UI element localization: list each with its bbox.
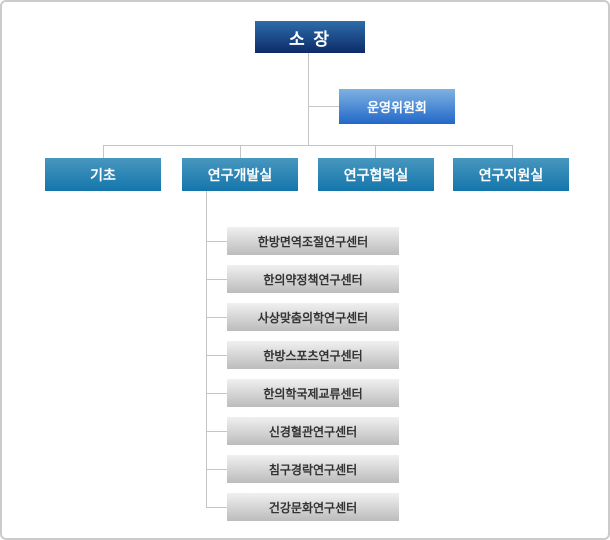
connector-line-dev-vertical xyxy=(206,191,207,508)
connector-line-stub-dept-1 xyxy=(240,145,241,158)
committee-box: 운영위원회 xyxy=(339,89,455,124)
department-label: 기초 xyxy=(90,166,116,183)
committee-label: 운영위원회 xyxy=(367,100,427,115)
department-box-support: 연구지원실 xyxy=(453,158,569,191)
department-box-rnd: 연구개발실 xyxy=(182,158,298,191)
director-label: 소 장 xyxy=(288,29,331,49)
connector-line-center-0 xyxy=(206,241,227,242)
connector-line-center-5 xyxy=(206,431,227,432)
connector-line-center-2 xyxy=(206,317,227,318)
center-box: 한방스포츠연구센터 xyxy=(227,341,399,369)
center-box: 한방면역조절연구센터 xyxy=(227,227,399,255)
connector-line-center-7 xyxy=(206,507,227,508)
department-label: 연구개발실 xyxy=(207,166,273,183)
connector-line-stub-dept-3 xyxy=(512,145,513,158)
center-box: 한의약정책연구센터 xyxy=(227,265,399,293)
connector-line-center-1 xyxy=(206,279,227,280)
connector-line-stub-dept-2 xyxy=(375,145,376,158)
department-box-cooperation: 연구협력실 xyxy=(318,158,434,191)
connector-line-distribution-horizontal xyxy=(103,145,513,146)
department-box-gicho: 기초 xyxy=(45,158,161,191)
center-box: 건강문화연구센터 xyxy=(227,493,399,521)
connector-line-center-6 xyxy=(206,469,227,470)
center-list: 한방면역조절연구센터 한의약정책연구센터 사상맞춤의학연구센터 한방스포츠연구센… xyxy=(227,227,399,521)
director-box: 소 장 xyxy=(255,21,365,53)
center-box: 신경혈관연구센터 xyxy=(227,417,399,445)
connector-line-stub-dept-0 xyxy=(103,145,104,158)
connector-line-center-4 xyxy=(206,393,227,394)
department-label: 연구지원실 xyxy=(478,166,544,183)
connector-line-committee-horizontal xyxy=(308,106,339,107)
department-label: 연구협력실 xyxy=(343,166,409,183)
connector-line-trunk-vertical xyxy=(308,53,309,145)
center-box: 한의학국제교류센터 xyxy=(227,379,399,407)
center-box: 사상맞춤의학연구센터 xyxy=(227,303,399,331)
connector-line-center-3 xyxy=(206,355,227,356)
center-box: 침구경락연구센터 xyxy=(227,455,399,483)
